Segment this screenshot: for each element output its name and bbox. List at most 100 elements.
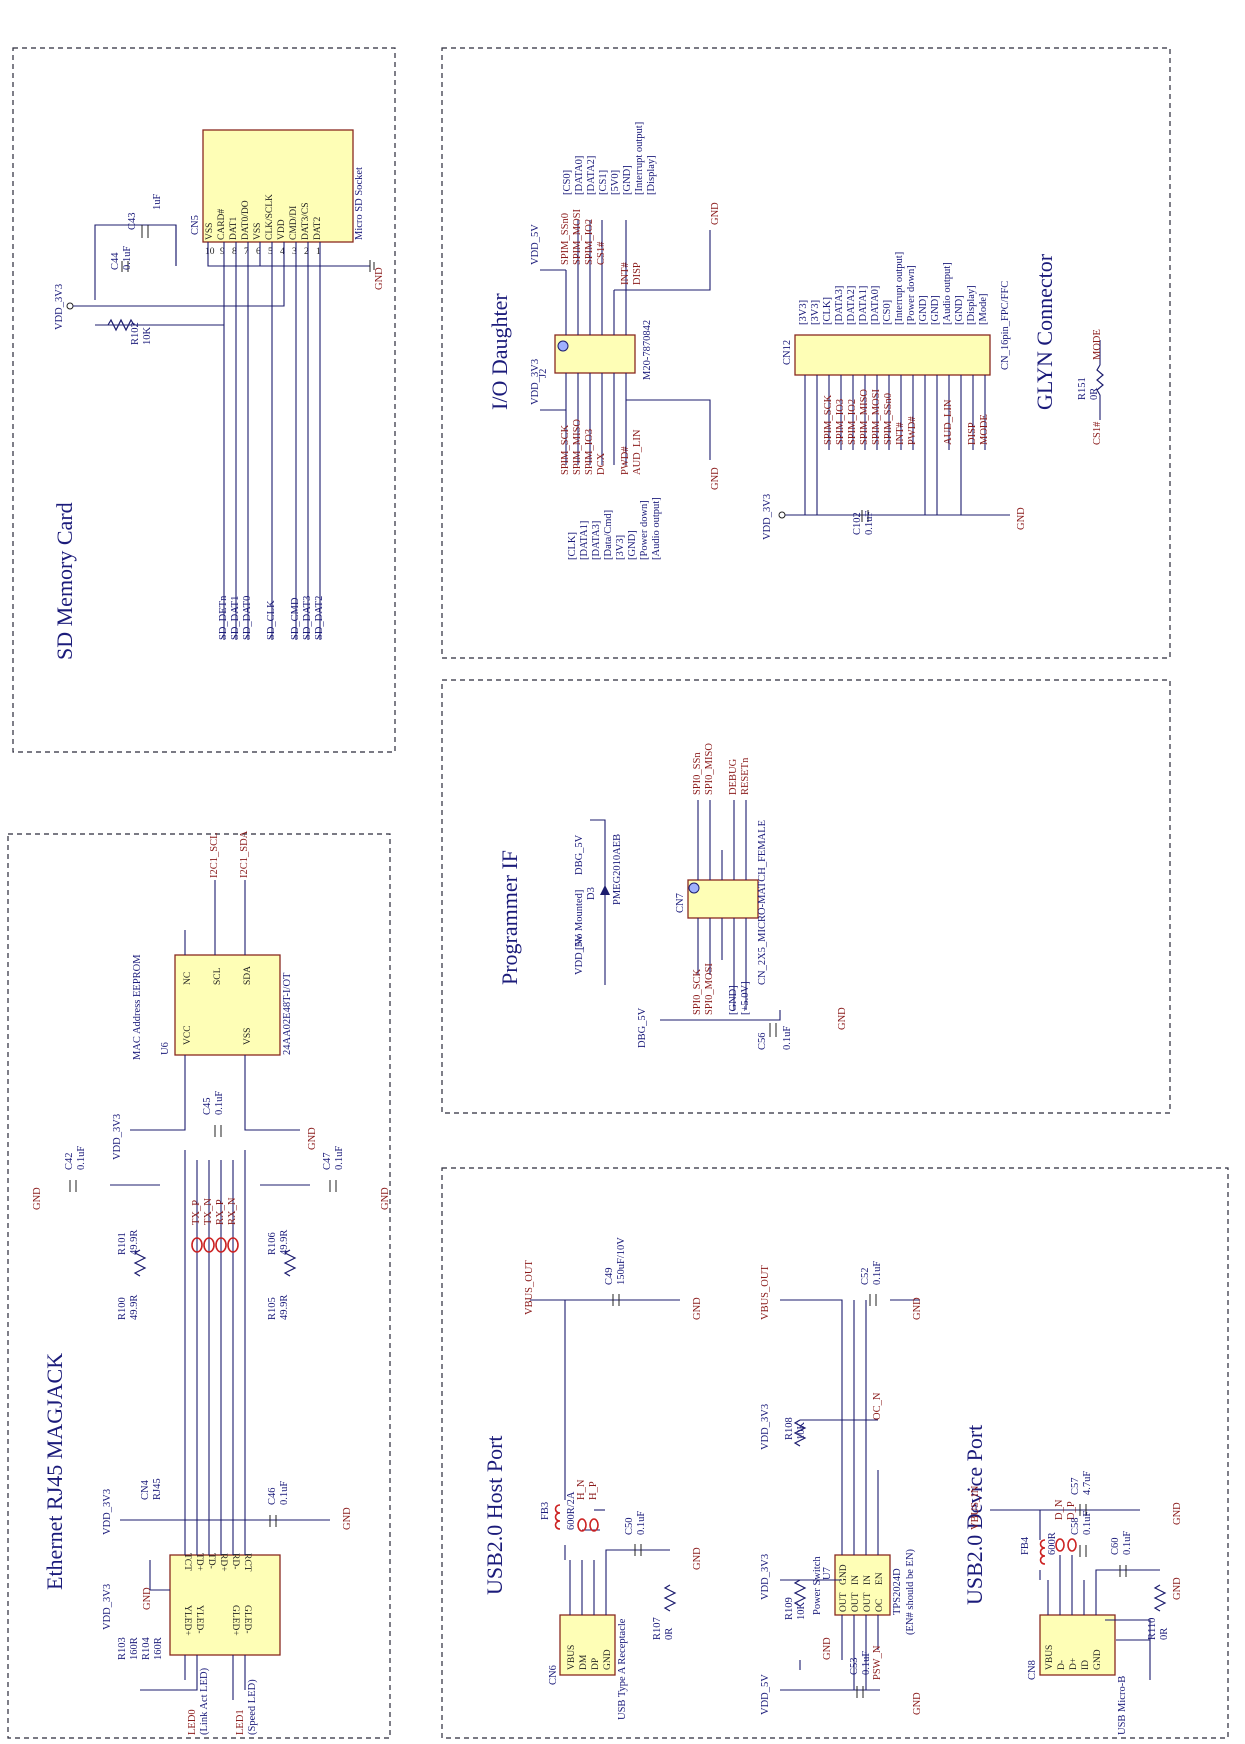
c50-ref: C50 bbox=[624, 1517, 635, 1535]
r109-val: 10K bbox=[796, 1602, 807, 1621]
c57-val: 4.7uF bbox=[1082, 1471, 1093, 1495]
r102-ref: R102 bbox=[130, 322, 141, 345]
j2-pin1-marker bbox=[557, 340, 569, 352]
eth-led0: LED0 bbox=[187, 1709, 198, 1735]
eth-vdd: VDD_3V3 bbox=[102, 1489, 113, 1535]
c60-ref: C60 bbox=[1110, 1537, 1121, 1555]
usbh-gnd-2: GND bbox=[692, 1547, 703, 1570]
net-label: SD_CMD bbox=[290, 597, 301, 640]
cn6-ref: CN6 bbox=[548, 1665, 559, 1685]
j2-ref: J2 bbox=[538, 369, 549, 378]
sd-net-labels: SD_DETn SD_DAT1 SD_DAT0 SD_CLK SD_CMD SD… bbox=[218, 595, 325, 640]
glyn-vdd: VDD_3V3 bbox=[762, 494, 773, 540]
cn8-connector bbox=[1039, 1614, 1116, 1676]
pin-note: [CS0] bbox=[882, 300, 893, 325]
cn4-connector bbox=[169, 1554, 281, 1656]
cn5-pin-num: 3 bbox=[292, 247, 297, 257]
eth-gnd-3: GND bbox=[380, 1187, 391, 1210]
net-label: SD_DAT1 bbox=[230, 596, 241, 640]
eth-led1-note: (Speed LED) bbox=[247, 1679, 258, 1735]
pwr-gnd: GND bbox=[912, 1297, 923, 1320]
r106-symbol bbox=[283, 1249, 297, 1277]
io-vdd33: VDD_3V3 bbox=[530, 359, 541, 405]
prog-dbg5-bottom: DBG_5V bbox=[637, 1007, 648, 1048]
c53-val: 0.1uF bbox=[861, 1651, 872, 1675]
c58-symbol bbox=[1079, 1545, 1087, 1557]
c102-symbol bbox=[861, 510, 869, 522]
c43-val: 1uF bbox=[152, 194, 163, 211]
cn5-ref: CN5 bbox=[190, 215, 201, 235]
net-label: H_P bbox=[588, 1481, 599, 1500]
r103-ref: R103 bbox=[117, 1637, 128, 1660]
programmer-section: Programmer IF CN7 CN_2X5_MICRO-MATCH_FEM… bbox=[478, 743, 848, 1050]
c49-ref: C49 bbox=[604, 1267, 615, 1285]
cn6-part: USB Type A Receptacle bbox=[617, 1618, 628, 1720]
usbd-vbus: VBUS_IN bbox=[970, 1485, 981, 1530]
c50-val: 0.1uF bbox=[636, 1511, 647, 1535]
j2-part: M20-7870842 bbox=[642, 320, 653, 380]
c43-ref: C43 bbox=[127, 212, 138, 230]
r105-ref: R105 bbox=[267, 1297, 278, 1320]
pin-name: D+ bbox=[1069, 1658, 1079, 1670]
net-label: SPIM_SCK bbox=[823, 394, 834, 445]
c46-val: 0.1uF bbox=[279, 1481, 290, 1505]
c53-ref: C53 bbox=[849, 1657, 860, 1675]
r100-symbol bbox=[133, 1249, 147, 1277]
net-label: INT# bbox=[895, 422, 906, 445]
cn5-pin-num: 8 bbox=[232, 247, 237, 257]
pwr-vbus: VBUS_OUT bbox=[760, 1265, 771, 1320]
pin-name: RCT bbox=[242, 1553, 252, 1572]
net-label: TX_P bbox=[191, 1200, 202, 1225]
pin-name: GND bbox=[839, 1564, 849, 1585]
pin-note: [Interrupt output] bbox=[634, 122, 645, 195]
eth-title: Ethernet RJ45 MAGJACK bbox=[42, 1353, 67, 1590]
glyn-notes: [3V3] [3V3] [CLK] [DATA3] [DATA2] [DATA1… bbox=[798, 252, 989, 325]
net-label: SD_DAT0 bbox=[242, 596, 253, 640]
d3-ref: D3 bbox=[586, 887, 597, 900]
r101-ref: R101 bbox=[117, 1232, 128, 1255]
net-label: MODE bbox=[979, 414, 990, 445]
power-switch-section: U7 Power Switch TPS2024D (EN# should be … bbox=[760, 1261, 923, 1715]
net-label: SPIM_SCK bbox=[560, 424, 571, 475]
pin-note: [DATA2] bbox=[846, 286, 857, 325]
pin-name: EN bbox=[875, 1572, 885, 1585]
c60-val: 0.1uF bbox=[1122, 1531, 1133, 1555]
u6-eeprom bbox=[174, 954, 281, 1056]
c52-symbol bbox=[869, 1294, 877, 1306]
eth-gnd: GND bbox=[32, 1187, 43, 1210]
cn5-desc: Micro SD Socket bbox=[354, 167, 365, 240]
pin-note: [DATA0] bbox=[870, 286, 881, 325]
pin-note: [3V3] bbox=[798, 300, 809, 325]
c60-symbol bbox=[1119, 1565, 1127, 1577]
c46-symbol bbox=[269, 1515, 277, 1527]
c56-symbol bbox=[769, 1023, 777, 1037]
pin-note: [GND] bbox=[918, 295, 929, 325]
c53-symbol bbox=[856, 1686, 864, 1698]
net-label: DISP bbox=[967, 422, 978, 445]
ferrite-icon bbox=[215, 1237, 227, 1253]
pin-note: [GND] bbox=[627, 530, 638, 560]
io-daughter-box bbox=[441, 47, 1171, 659]
usbh-vbus: VBUS_OUT bbox=[524, 1260, 535, 1315]
net-label: SPI0_MISO bbox=[704, 743, 715, 795]
prog-dbg5-top: DBG_5V bbox=[574, 834, 585, 875]
pin-note: [GND] bbox=[954, 295, 965, 325]
cn8-part: USB Micro-B bbox=[1117, 1676, 1128, 1735]
net-label: AUD_LIN bbox=[632, 429, 643, 475]
ferrite-icon bbox=[1055, 1538, 1065, 1552]
cn5-connector bbox=[202, 129, 354, 243]
fb4-ref: FB4 bbox=[1020, 1536, 1031, 1555]
net-label: SPIM_IO3 bbox=[835, 399, 846, 445]
r100-ref: R100 bbox=[117, 1297, 128, 1320]
sd-vdd-port bbox=[66, 302, 74, 310]
net-label: SPIM_SSn0 bbox=[883, 393, 894, 445]
u7-note: (EN# should be EN) bbox=[905, 1548, 916, 1635]
c42-val: 0.1uF bbox=[76, 1146, 87, 1170]
pin-name: ID bbox=[1081, 1660, 1091, 1670]
glyn-section: GLYN Connector CN12 CN_16pin_FPC/FFC VDD… bbox=[762, 252, 1104, 540]
io-wires bbox=[540, 220, 711, 465]
eth-vdd-led: VDD_3V3 bbox=[102, 1584, 113, 1630]
cn5-pin-num: 10 bbox=[205, 247, 215, 257]
net-label: DEBUG bbox=[728, 758, 739, 795]
c42-symbol bbox=[69, 1180, 77, 1192]
